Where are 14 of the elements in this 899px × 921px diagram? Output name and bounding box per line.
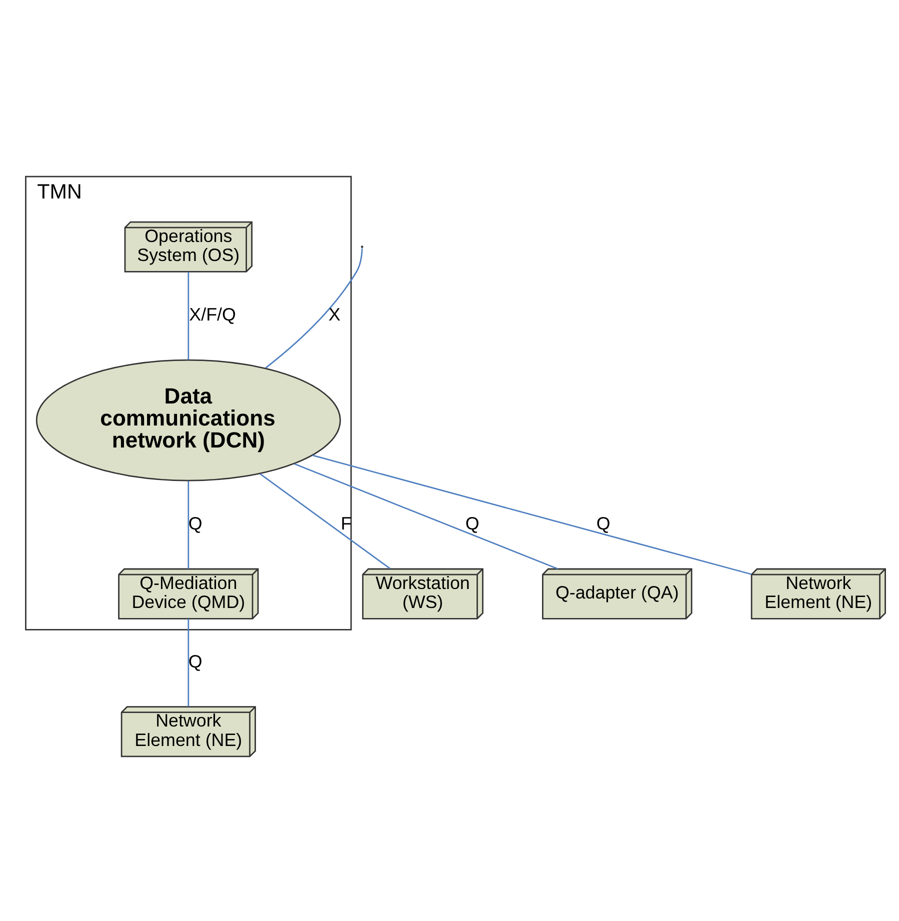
connector	[264, 248, 362, 368]
edge-label: Q	[188, 650, 202, 671]
connector	[312, 454, 752, 574]
edge-label: X	[328, 304, 340, 324]
edge-label: Q	[596, 513, 610, 534]
connector	[187, 618, 189, 706]
connector	[294, 462, 558, 569]
edge-label: X/F/Q	[188, 304, 236, 324]
edge-label: Q	[464, 513, 479, 534]
edge-label: Q	[188, 513, 202, 534]
connector	[259, 472, 390, 569]
node-ellipse: Data communications network (DCN)	[35, 358, 340, 481]
connector	[187, 480, 189, 568]
connector	[187, 271, 189, 360]
